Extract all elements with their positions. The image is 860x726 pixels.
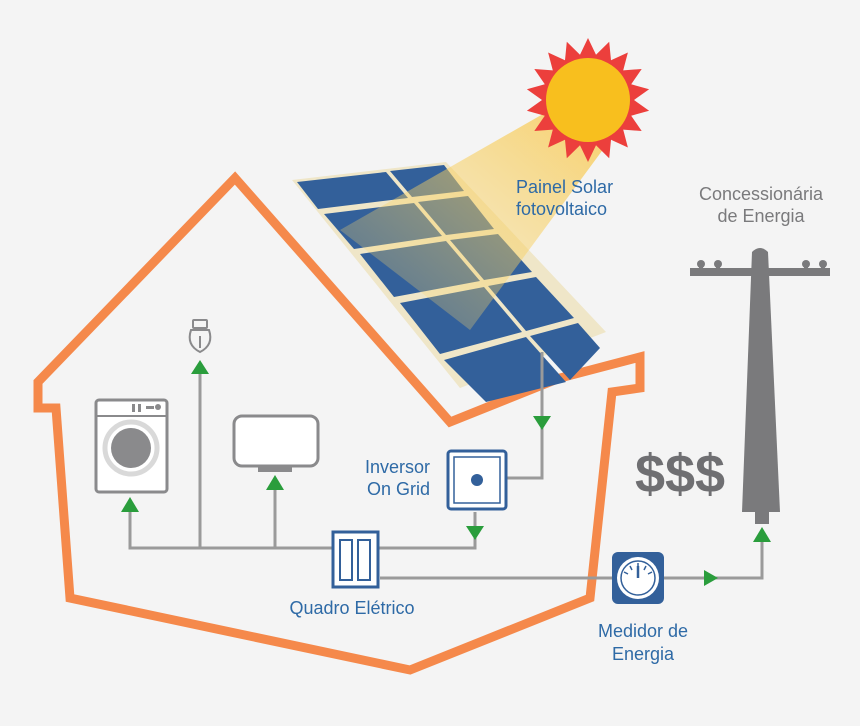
money-label: $$$ [635, 444, 725, 504]
arrow-right-icon [704, 570, 718, 586]
television-icon [232, 414, 320, 472]
arrow-up-icon [753, 527, 771, 542]
arrow-up-icon [121, 497, 139, 512]
light-bulb-icon [188, 319, 212, 354]
solar-panel-label-line1: Painel Solar [516, 177, 613, 197]
arrow-down-icon [466, 526, 484, 540]
inverter-label-line2: On Grid [367, 479, 430, 499]
arrow-down-icon [533, 416, 551, 430]
meter-label-line2: Energia [612, 644, 675, 664]
arrow-up-icon [266, 475, 284, 490]
inverter-label-line1: Inversor [365, 457, 430, 477]
solar-panel-label-line2: fotovoltaico [516, 199, 607, 219]
utility-pole-icon [690, 248, 830, 524]
sun-beam [340, 110, 610, 330]
solar-cell [530, 323, 600, 380]
washing-machine-icon [94, 398, 169, 494]
utility-label-line2: de Energia [717, 206, 805, 226]
energy-meter-icon [612, 552, 664, 604]
flow-arrows [121, 360, 771, 586]
sun-icon [526, 38, 650, 162]
solar-cell [444, 337, 566, 402]
solar-cell [488, 277, 574, 331]
panel-board-label: Quadro Elétrico [289, 598, 414, 618]
arrow-up-icon [191, 360, 209, 374]
inverter-icon [446, 449, 508, 511]
meter-label-line1: Medidor de [598, 621, 688, 641]
electrical-panel-icon [331, 530, 380, 589]
utility-label-line1: Concessionária [699, 184, 824, 204]
solar-cell [297, 172, 408, 209]
